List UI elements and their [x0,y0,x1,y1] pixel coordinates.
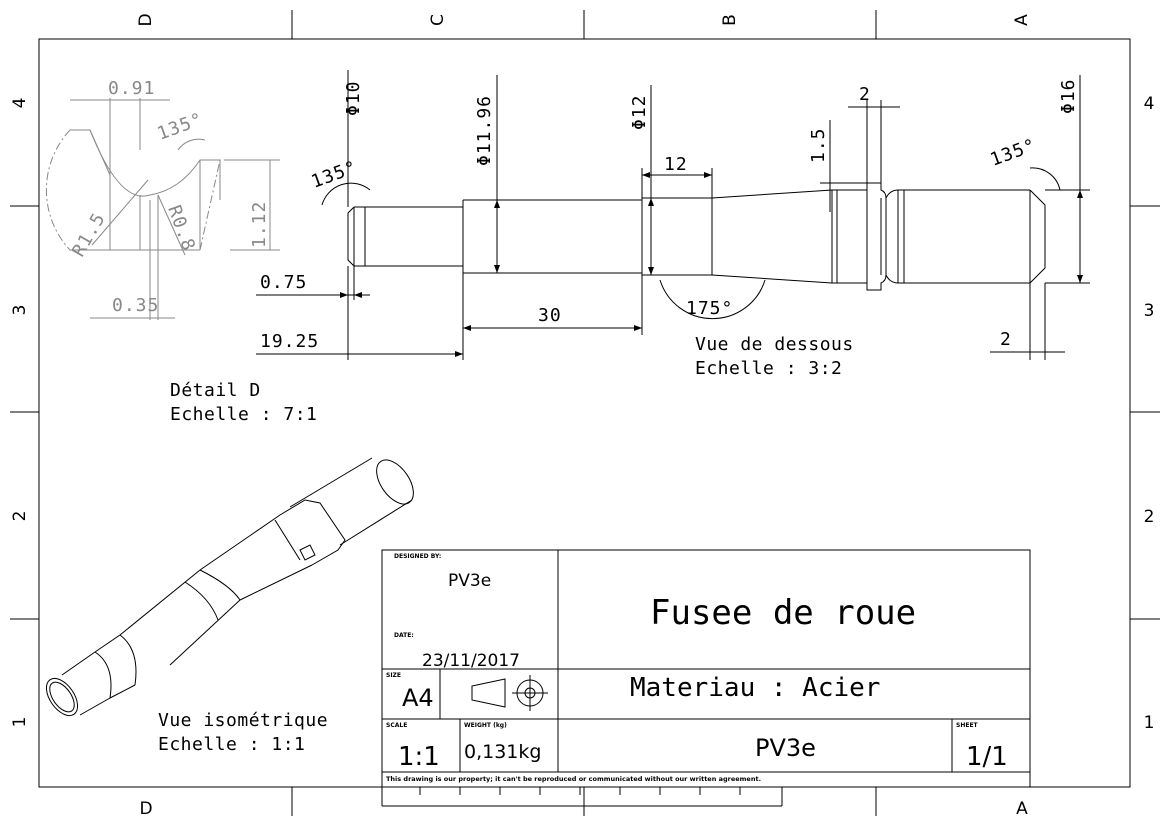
weight-value: 0,131kg [464,741,541,763]
sheet-number: 1/1 [966,742,1008,772]
zone-left-1: 1 [10,717,30,728]
drawing-title: Fusee de roue [650,593,916,633]
zone-bottom-a: A [1016,799,1028,819]
zone-left-2: 2 [10,511,30,522]
zone-right-2: 2 [1144,507,1155,527]
isometric-view-geometry [45,457,414,717]
detail-dim-r0-8: R0.8 [163,203,199,255]
drawing-date: 23/11/2017 [422,651,520,671]
dim-chamfer-2: 2 [1000,329,1012,350]
detail-dim-0-91: 0.91 [108,78,155,99]
dim-depth-1-5: 1.5 [808,127,829,163]
projection-symbol-icon [471,675,548,711]
dim-diameter-11-96: Φ11.96 [474,95,495,166]
detail-view-scale: Echelle : 7:1 [170,404,317,425]
disclaimer-text: This drawing is our property; it can't b… [386,775,761,783]
material-label: Materiau : Acier [630,673,880,703]
bottom-view-title: Vue de dessous [695,334,854,355]
dim-diameter-10: Φ10 [343,80,364,116]
detail-view-title: Détail D [170,380,261,401]
detail-dim-0-35: 0.35 [112,295,159,316]
designed-by-label: DESIGNED BY: [394,553,441,560]
iso-view-title: Vue isométrique [158,710,328,731]
title-block [381,549,1031,807]
sheet-label: SHEET [956,722,979,729]
zone-top-c: C [428,14,448,26]
zone-bottom-d: D [139,799,152,819]
dim-angle-taper: 175° [686,298,733,319]
weight-label: WEIGHT (kg) [464,722,507,729]
zone-top-d: D [136,13,156,26]
dim-length-12: 12 [664,154,688,175]
dim-diameter-12: Φ12 [629,94,650,130]
detail-dim-1-12: 1.12 [249,201,270,248]
dim-length-30: 30 [538,305,562,326]
zone-right-4: 4 [1144,94,1155,114]
zone-top-b: B [720,14,740,26]
dim-angle-right: 135° [988,135,1040,171]
scale-label: SCALE [386,722,407,729]
drawing-number: PV3e [755,734,816,762]
size-label: SIZE [386,672,401,679]
zone-right-3: 3 [1144,301,1155,321]
zone-top-a: A [1012,14,1032,26]
dim-diameter-16: Φ16 [1058,78,1079,114]
detail-dim-r1-5: R1.5 [68,209,110,261]
zone-left-3: 3 [10,305,30,316]
zone-left-4: 4 [10,98,30,109]
sheet-size: A4 [402,684,434,712]
bottom-view-geometry [256,70,1090,360]
detail-d-geometry [45,98,280,320]
designer-name: PV3e [448,571,491,591]
scale-value: 1:1 [398,742,440,772]
dim-groove-2: 2 [859,84,871,105]
iso-view-scale: Echelle : 1:1 [158,734,305,755]
date-label: DATE: [394,632,414,639]
dim-length-19-25: 19.25 [260,331,319,352]
dim-length-0-75: 0.75 [260,272,307,293]
bottom-view-scale: Echelle : 3:2 [695,358,842,379]
dim-angle-left: 135° [309,157,361,193]
zone-right-1: 1 [1144,713,1155,733]
bottom-view-arrows [340,172,1083,357]
